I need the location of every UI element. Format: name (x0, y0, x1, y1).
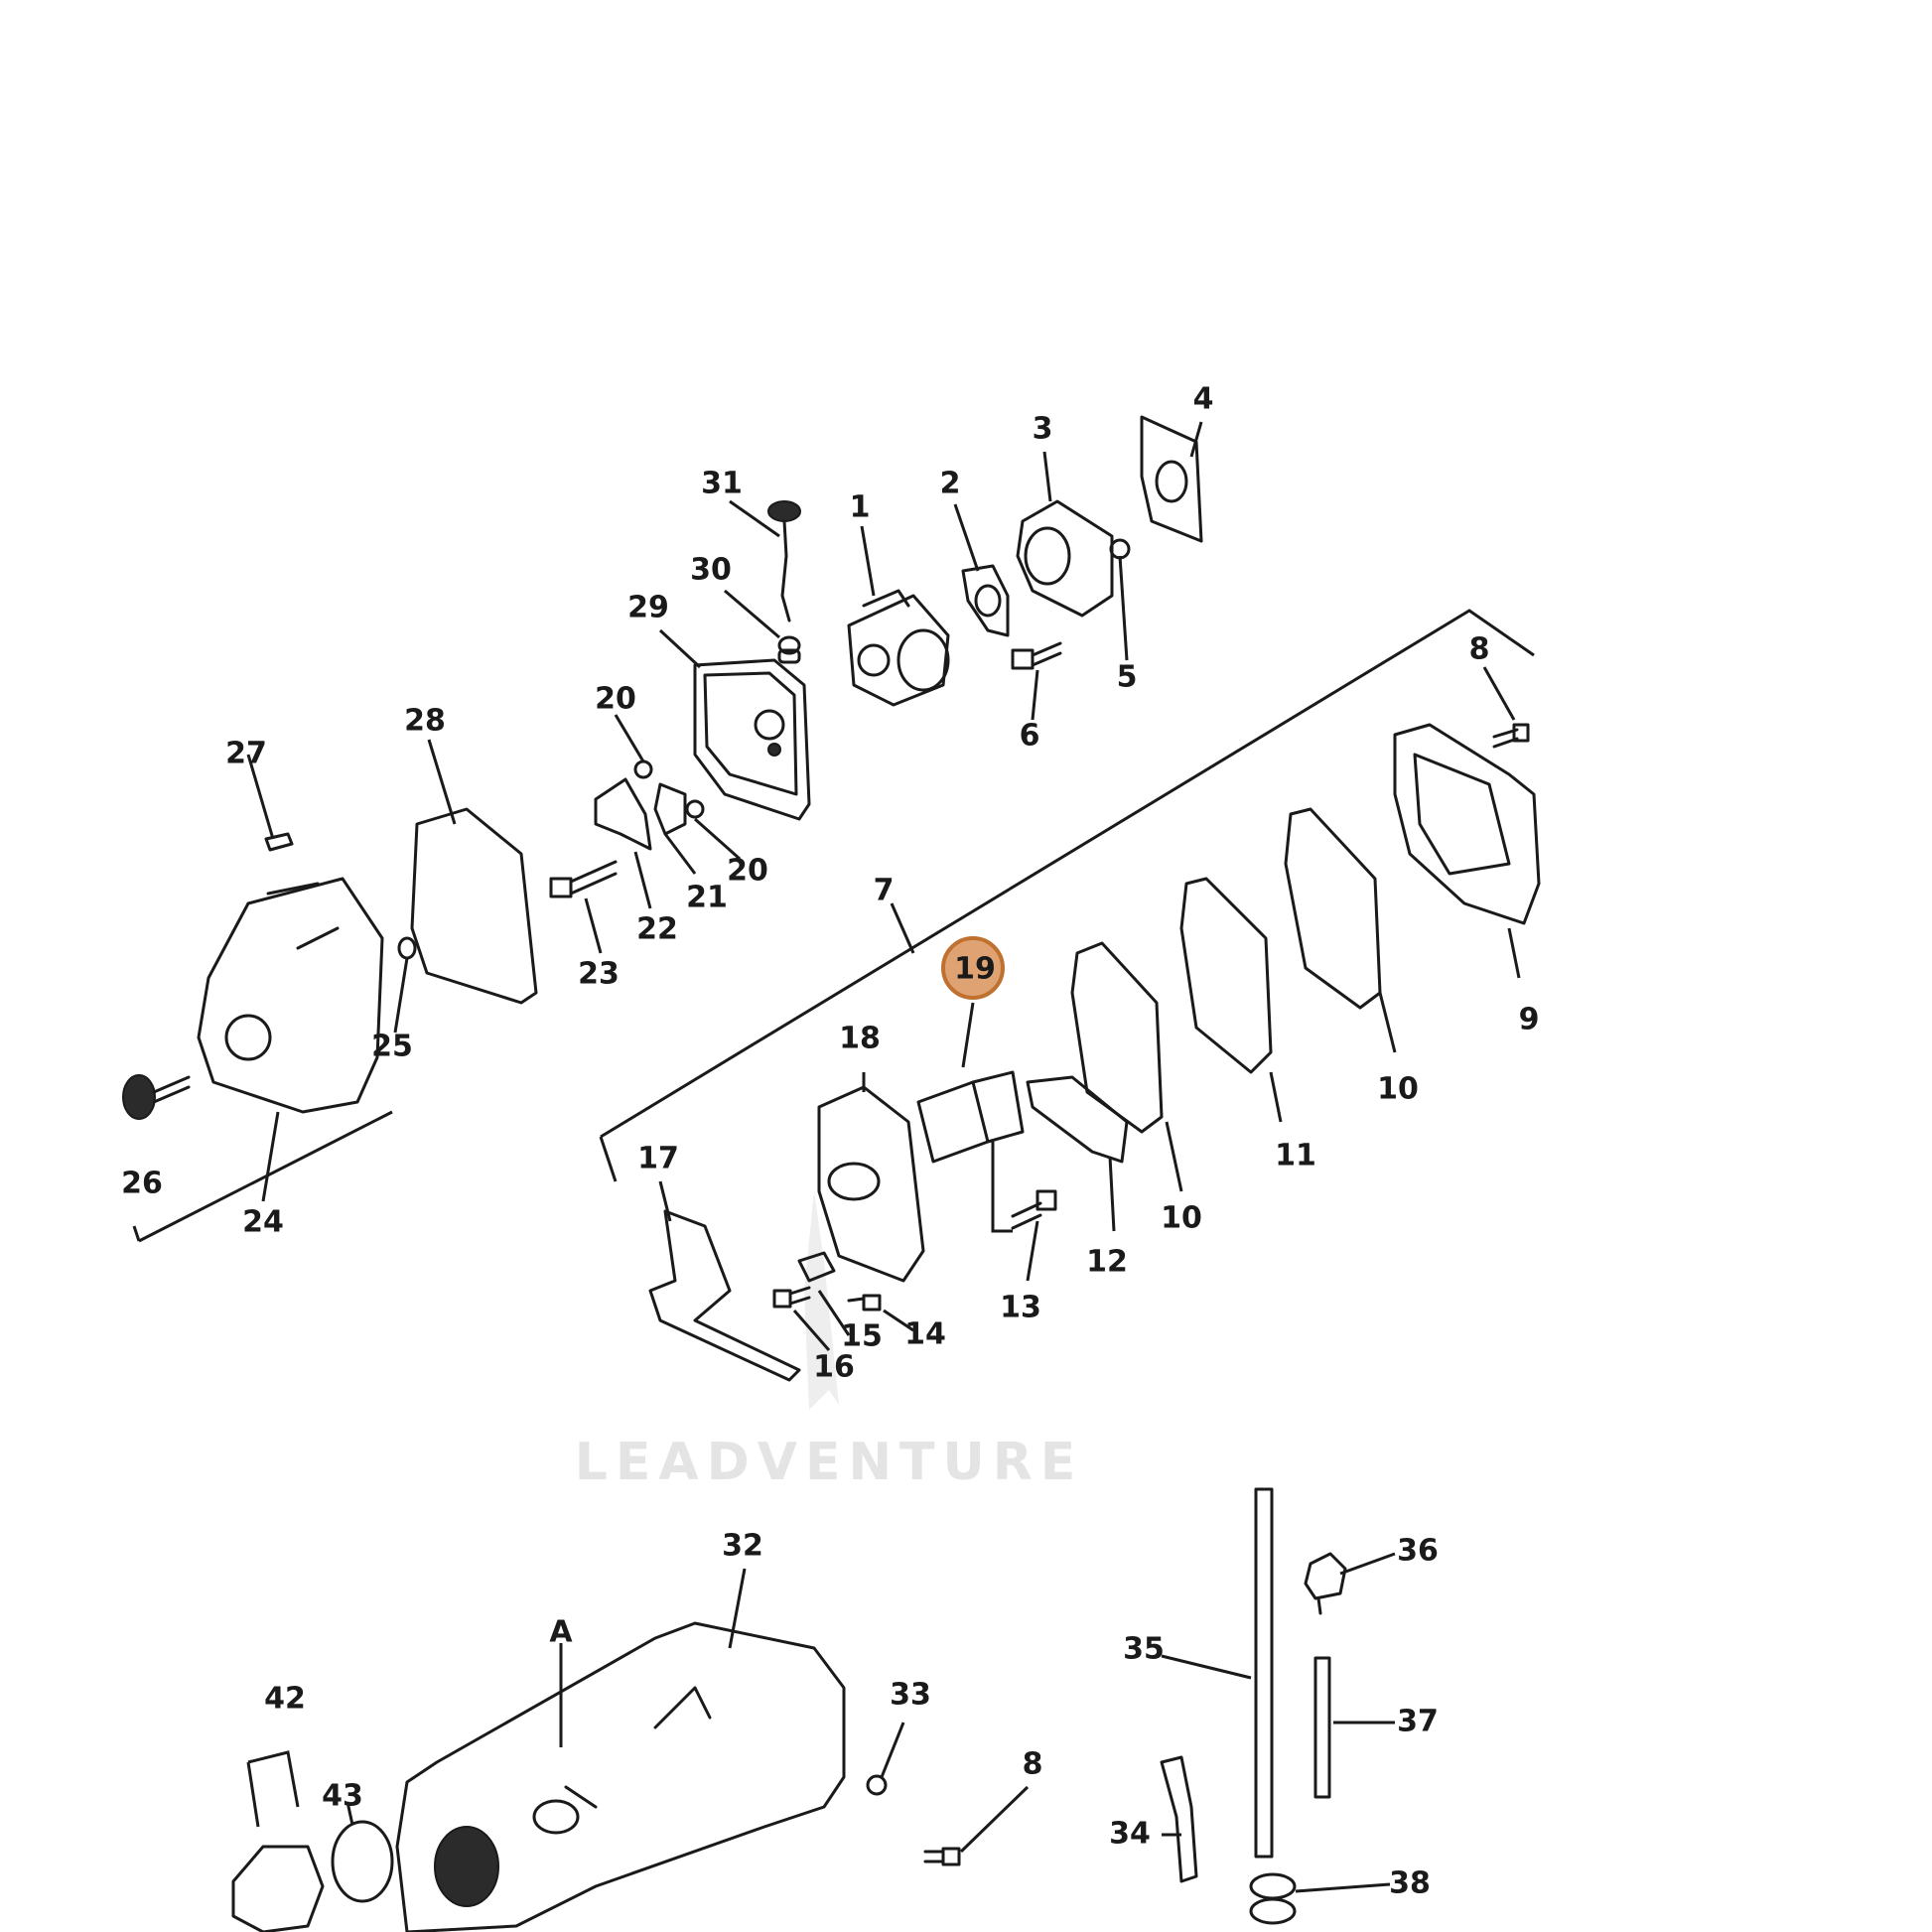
callout-3: 3 (1033, 412, 1053, 447)
callout-35: 35 (1123, 1632, 1165, 1667)
part-10-gasket[interactable] (1070, 941, 1164, 1134)
part-11-plate[interactable] (1179, 877, 1273, 1074)
callout-37: 37 (1397, 1705, 1439, 1739)
part-15-bracket[interactable] (797, 1251, 836, 1283)
watermark-text: LEADVENTURE (575, 1433, 1084, 1492)
callout-5: 5 (1117, 660, 1138, 695)
callout-14: 14 (904, 1317, 946, 1352)
part-1-carburetor[interactable] (847, 589, 950, 707)
callout-12: 12 (1086, 1245, 1128, 1280)
part-4-gasket[interactable] (1140, 415, 1203, 543)
part-18-muffler[interactable] (817, 1085, 925, 1283)
part-31-choke-knob[interactable] (767, 500, 801, 622)
part-5-washer[interactable] (1109, 538, 1131, 560)
part-20-washer-b[interactable] (685, 799, 705, 819)
fuel-tank-filler-neck (434, 1826, 499, 1907)
part-12-screen[interactable] (1026, 1075, 1129, 1164)
callout-8-bottom: 8 (1023, 1747, 1043, 1782)
part-8-bolt-b[interactable] (923, 1847, 961, 1866)
callout-10-right: 10 (1377, 1072, 1419, 1107)
callout-38: 38 (1389, 1866, 1431, 1901)
callout-A: A (549, 1615, 573, 1650)
part-38-grommet[interactable] (1249, 1872, 1297, 1925)
part-35-fuel-pipe[interactable] (1254, 1487, 1274, 1859)
callout-labels: 31 30 29 1 2 3 4 5 6 20 20 21 22 23 28 2… (121, 382, 1539, 1901)
callout-13: 13 (1000, 1291, 1041, 1325)
group-bracket-24 (132, 1110, 393, 1243)
part-17-heat-shield[interactable] (648, 1209, 801, 1382)
callout-26: 26 (121, 1167, 163, 1201)
part-26-knob[interactable] (122, 1074, 191, 1120)
callout-2: 2 (940, 467, 961, 501)
part-22-bracket[interactable] (594, 777, 652, 851)
part-20-washer[interactable] (633, 759, 653, 779)
callout-8-top: 8 (1469, 632, 1490, 667)
part-30-nut[interactable] (777, 635, 801, 664)
callout-36: 36 (1397, 1534, 1439, 1569)
callout-7: 7 (874, 874, 895, 908)
part-16-bolt[interactable] (772, 1286, 811, 1309)
part-2-gasket[interactable] (961, 564, 1010, 637)
highlight-marker[interactable] (941, 936, 1005, 1000)
callout-21: 21 (686, 881, 728, 915)
callout-30: 30 (690, 553, 732, 588)
callout-17: 17 (637, 1142, 679, 1176)
part-29-filter-case[interactable] (693, 658, 811, 821)
callout-28: 28 (404, 704, 446, 739)
part-24-air-cleaner-cover[interactable] (197, 877, 384, 1114)
part-13-bolt[interactable] (1011, 1189, 1057, 1230)
part-34-return-pipe[interactable] (1160, 1755, 1198, 1883)
callout-6: 6 (1020, 719, 1040, 754)
callout-34: 34 (1109, 1817, 1151, 1852)
part-9-muffler-body[interactable] (1393, 723, 1541, 925)
part-19-exhaust-pipe[interactable] (916, 1070, 1025, 1164)
part-23-bolt[interactable] (549, 860, 618, 898)
callout-18: 18 (839, 1022, 881, 1056)
callout-24: 24 (242, 1205, 284, 1240)
callout-16: 16 (813, 1350, 855, 1385)
part-32-fuel-tank[interactable] (395, 1621, 846, 1932)
part-10-gasket-b[interactable] (1284, 807, 1382, 1010)
part-33-washer[interactable] (866, 1774, 888, 1796)
part-43-gasket[interactable] (331, 1820, 394, 1903)
watermark-logo (804, 1191, 839, 1410)
part-28-filter-element[interactable] (410, 807, 538, 1005)
callout-11: 11 (1275, 1139, 1316, 1173)
group-bracket-7 (599, 609, 1535, 1182)
part-3-insulator[interactable] (1016, 499, 1114, 618)
callout-25: 25 (371, 1030, 413, 1064)
part-27-clip[interactable] (264, 832, 294, 852)
callout-10-left: 10 (1161, 1201, 1202, 1236)
part-37-fuel-pipe[interactable] (1313, 1656, 1331, 1799)
callout-4: 4 (1193, 382, 1214, 417)
callout-23: 23 (578, 957, 620, 992)
leader-lines (246, 421, 1521, 1893)
callout-22: 22 (636, 912, 678, 947)
callout-19-highlight[interactable]: 19 (941, 936, 1005, 1000)
callout-43: 43 (322, 1779, 363, 1814)
part-8-bolt[interactable] (1492, 723, 1530, 749)
callout-29: 29 (627, 591, 669, 625)
part-36-filter[interactable] (1304, 1552, 1347, 1615)
callout-19[interactable]: 19 (954, 952, 996, 987)
callout-27: 27 (225, 737, 267, 771)
part-6-bolt[interactable] (1011, 641, 1062, 670)
callout-42: 42 (264, 1682, 306, 1717)
callout-9: 9 (1519, 1003, 1540, 1037)
callout-31: 31 (701, 467, 743, 501)
part-21-bracket[interactable] (653, 782, 687, 836)
part-42-fuel-cap[interactable] (231, 1845, 325, 1932)
callout-20-right: 20 (727, 854, 768, 889)
part-25-oring[interactable] (397, 936, 417, 960)
callout-32: 32 (722, 1529, 763, 1564)
callout-33: 33 (890, 1678, 931, 1713)
part-14-bolt[interactable] (847, 1294, 882, 1311)
callout-15: 15 (841, 1319, 883, 1354)
callout-1: 1 (850, 490, 871, 525)
callout-20-top: 20 (595, 682, 636, 717)
